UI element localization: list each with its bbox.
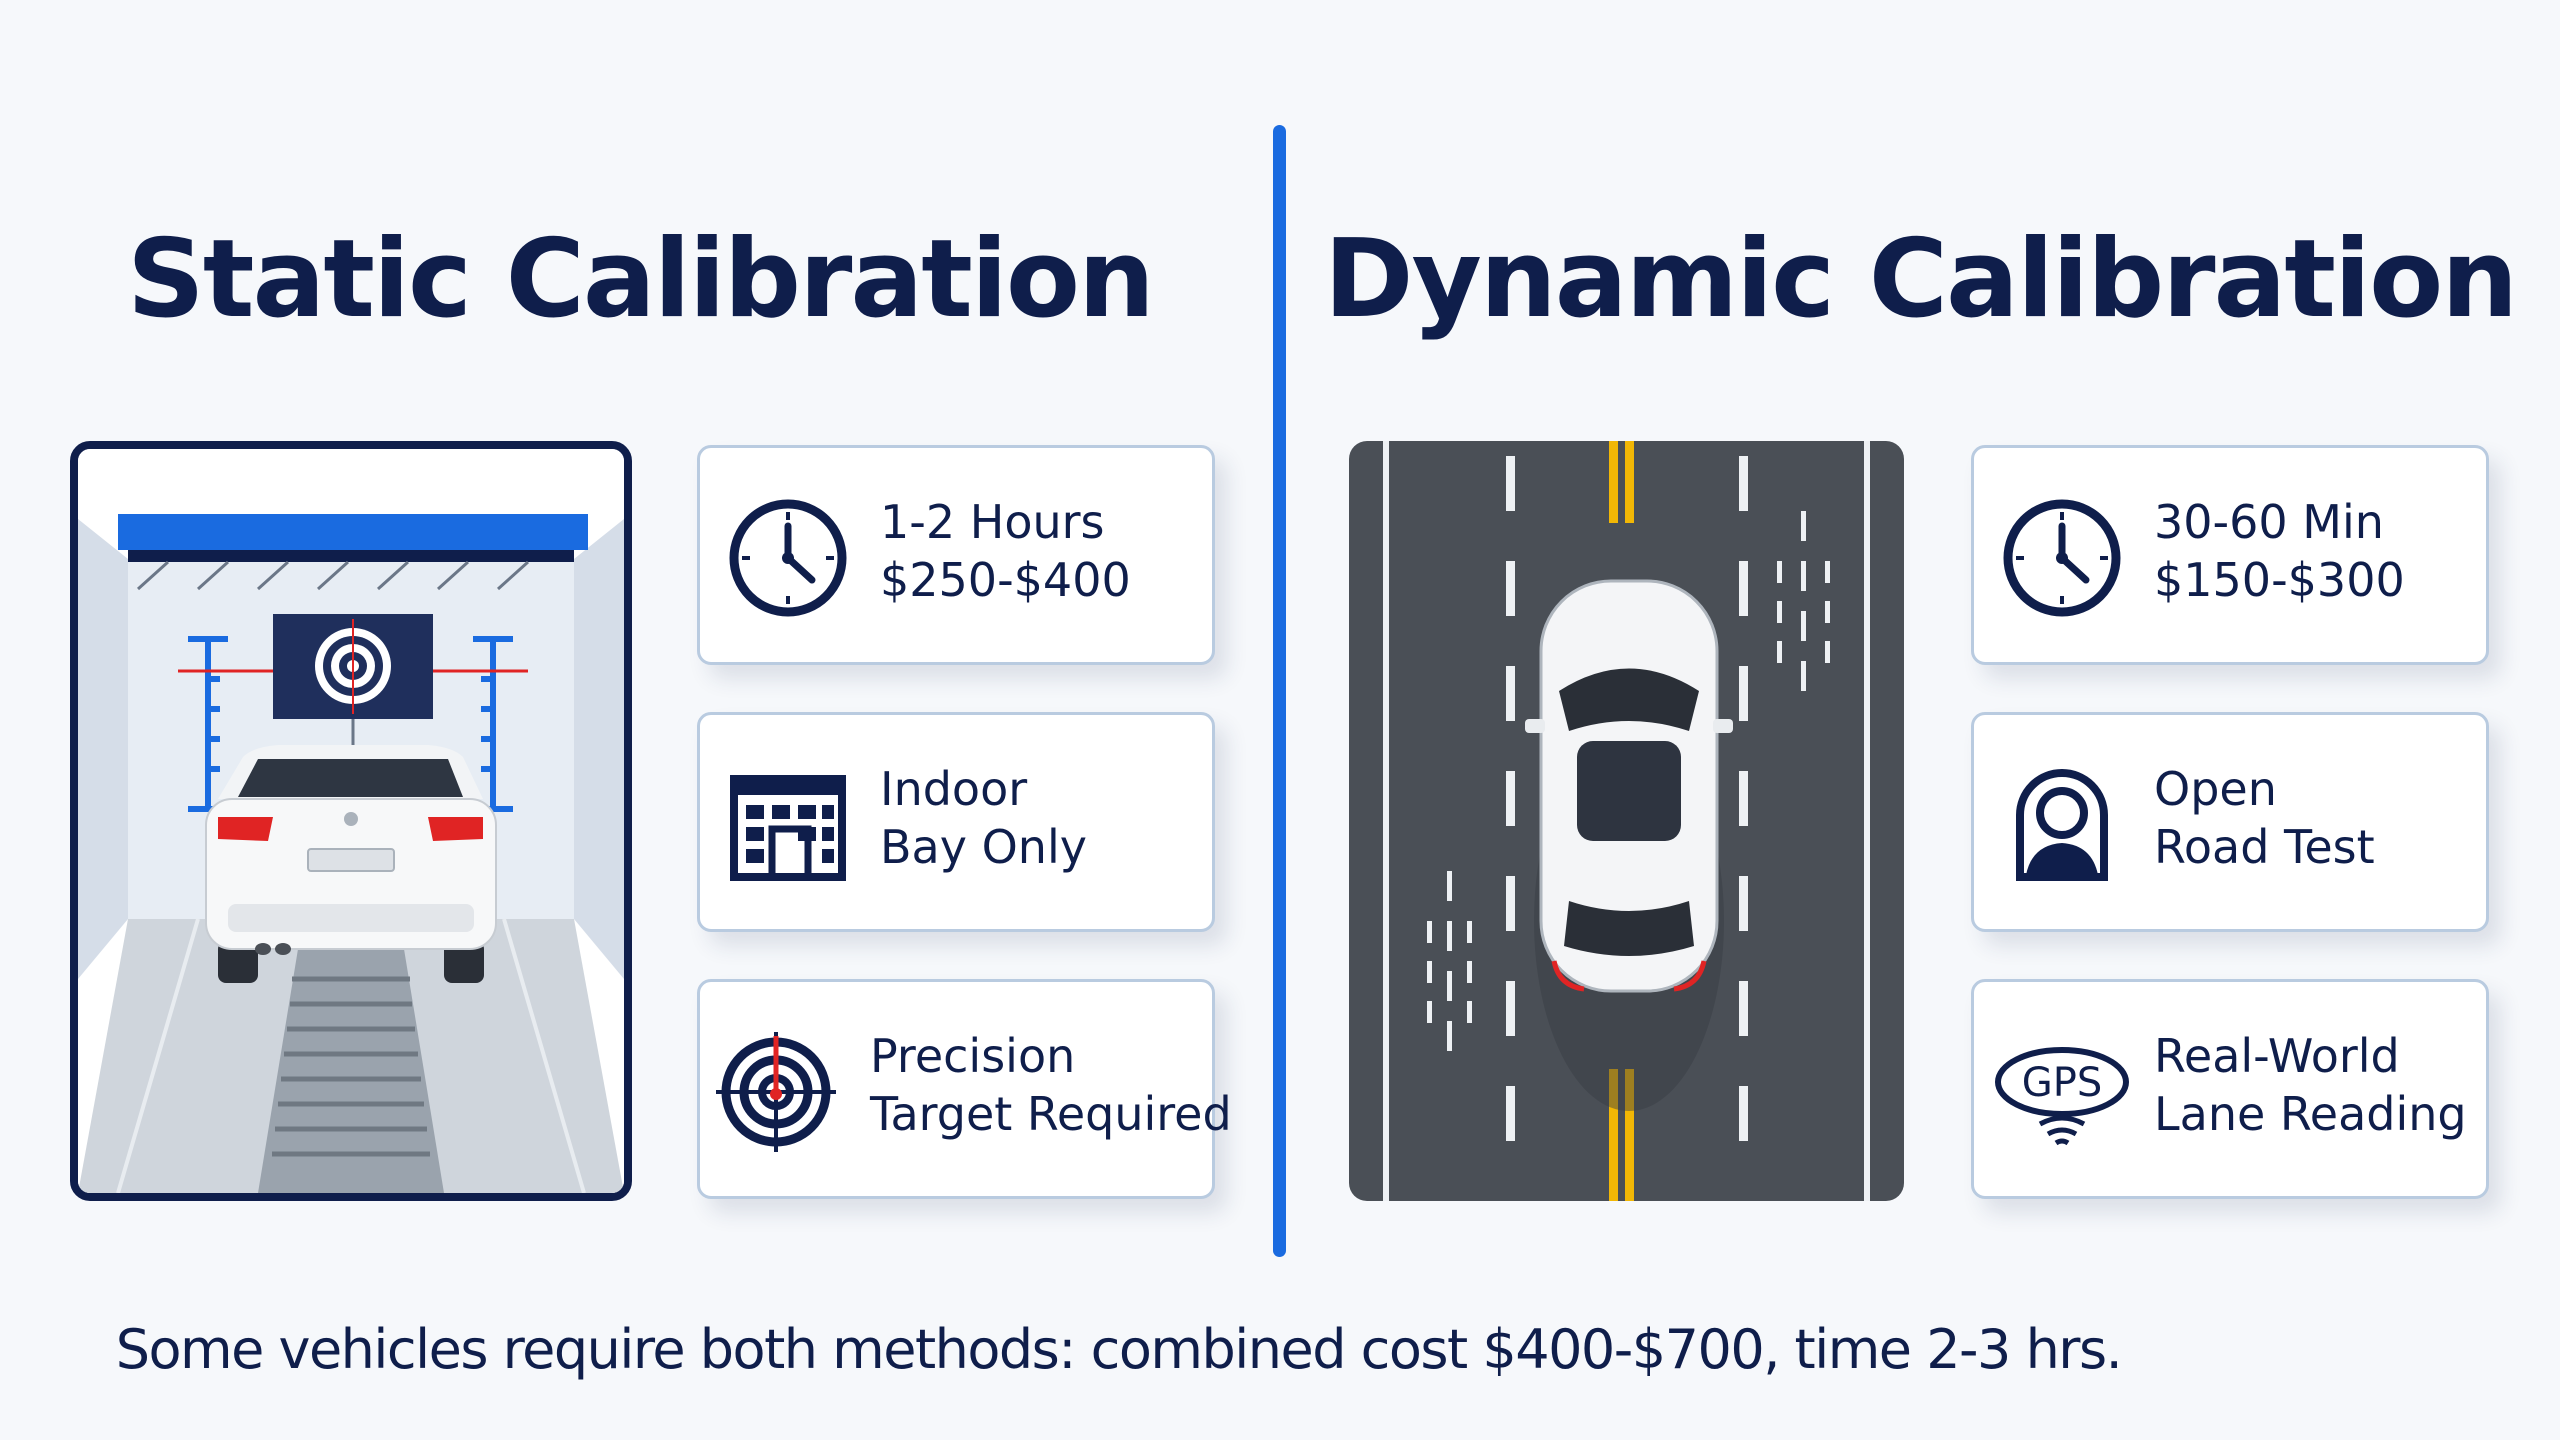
- card-line-1: Precision: [870, 1029, 1076, 1083]
- road-calibration-illustration: [1349, 441, 1904, 1201]
- static-time-cost-card: 1-2 Hours $250-$400: [697, 445, 1215, 665]
- dynamic-calibration-title: Dynamic Calibration: [1323, 217, 2518, 342]
- card-line-2: Lane Reading: [2154, 1087, 2467, 1141]
- card-line-1: 30-60 Min: [2154, 495, 2384, 549]
- building-icon: [728, 765, 848, 885]
- card-line-1: Indoor: [880, 762, 1028, 816]
- static-calibration-title: Static Calibration: [127, 217, 1155, 342]
- gps-icon-label: GPS: [2022, 1060, 2103, 1106]
- card-line-2: $250-$400: [880, 553, 1131, 607]
- card-line-1: Open: [2154, 762, 2277, 816]
- center-divider: [1273, 125, 1286, 1257]
- card-line-2: Bay Only: [880, 820, 1087, 874]
- static-requirement-card: Precision Target Required: [697, 979, 1232, 1199]
- target-icon: [716, 1032, 836, 1152]
- card-line-2: $150-$300: [2154, 553, 2405, 607]
- card-line-2: Road Test: [2154, 820, 2375, 874]
- dynamic-reading-card: GPS Real-World Lane Reading: [1971, 979, 2489, 1199]
- clock-icon: [728, 498, 848, 618]
- card-line-2: Target Required: [870, 1087, 1232, 1141]
- footer-note: Some vehicles require both methods: comb…: [115, 1318, 2123, 1381]
- clock-icon: [2002, 498, 2122, 618]
- dynamic-location-card: Open Road Test: [1971, 712, 2489, 932]
- gps-icon: GPS: [1992, 1032, 2132, 1152]
- card-line-1: Real-World: [2154, 1029, 2400, 1083]
- static-location-card: Indoor Bay Only: [697, 712, 1215, 932]
- dynamic-time-cost-card: 30-60 Min $150-$300: [1971, 445, 2489, 665]
- card-line-1: 1-2 Hours: [880, 495, 1105, 549]
- garage-calibration-illustration: [70, 441, 632, 1201]
- driver-icon: [2002, 765, 2122, 885]
